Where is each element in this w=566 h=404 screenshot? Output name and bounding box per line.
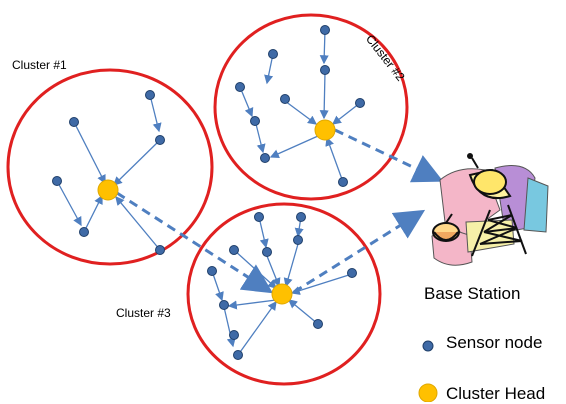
legend-sensor-node-marker	[422, 340, 434, 352]
sensor-nodes	[52, 25, 365, 360]
sensor-node	[347, 268, 357, 278]
sensor-node	[313, 319, 323, 329]
cluster-3-boundary	[186, 202, 382, 386]
sensor-node	[145, 90, 155, 100]
sensor-node	[69, 117, 79, 127]
sensor-node	[207, 266, 217, 276]
sensor-node	[280, 94, 290, 104]
head-links	[116, 128, 444, 294]
sensor-node	[229, 330, 239, 340]
sensor-node	[219, 300, 229, 310]
cluster-head-3	[271, 283, 293, 305]
cluster-head-1	[97, 179, 119, 201]
legend-cluster-head-label: Cluster Head	[446, 384, 546, 403]
cluster-heads	[97, 119, 336, 305]
cluster-1-boundary	[6, 68, 214, 266]
sensor-node	[268, 49, 278, 59]
base-station-label: Base Station	[424, 284, 521, 303]
sensor-node	[254, 212, 264, 222]
cluster-2-boundary	[213, 13, 409, 201]
sensor-node	[338, 177, 348, 187]
sensor-node	[155, 135, 165, 145]
cluster-1-label: Cluster #1	[12, 58, 67, 72]
sensor-node	[250, 116, 260, 126]
cluster-head-2	[314, 119, 336, 141]
sensor-node	[235, 82, 245, 92]
sensor-node	[260, 153, 270, 163]
base-station-icon	[431, 153, 549, 266]
sensor-node	[229, 245, 239, 255]
sensor-node	[296, 212, 306, 222]
sensor-node	[155, 245, 165, 255]
legend-sensor-node-label: Sensor node	[446, 333, 543, 352]
sensor-node	[355, 98, 365, 108]
sensor-node	[79, 227, 89, 237]
sensor-node	[262, 247, 272, 257]
sensor-node	[320, 65, 330, 75]
cluster-3-label: Cluster #3	[116, 306, 171, 320]
sensor-node	[293, 235, 303, 245]
sensor-links	[56, 29, 361, 356]
sensor-node	[52, 176, 62, 186]
sensor-node	[233, 350, 243, 360]
legend-cluster-head-marker	[418, 383, 438, 402]
sensor-node	[320, 25, 330, 35]
